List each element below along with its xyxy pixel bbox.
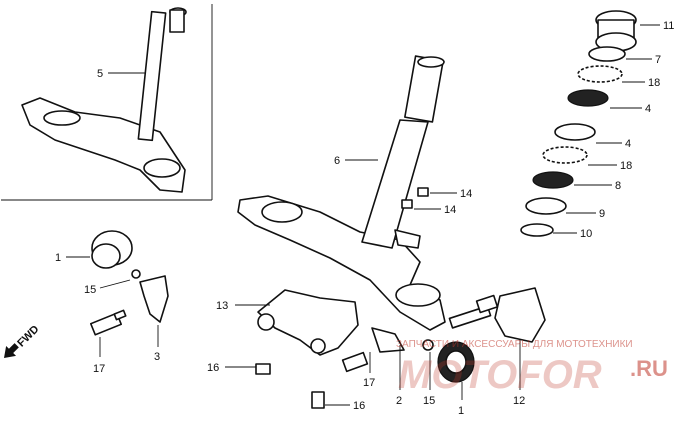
callout-14-lower: 14 — [444, 204, 456, 216]
callout-labels: 5 6 11 7 18 4 4 18 8 9 10 14 14 1 15 3 1… — [55, 20, 674, 417]
callout-2: 2 — [396, 395, 402, 407]
watermark-brand: MOTOFOR — [398, 353, 602, 397]
fwd-arrow-icon — [4, 343, 19, 358]
callout-16-lower: 16 — [353, 400, 365, 412]
callout-12: 12 — [513, 395, 525, 407]
callout-7: 7 — [655, 54, 661, 66]
leader-lines — [66, 24, 660, 406]
ignition-switch-part — [448, 287, 546, 343]
callout-17-lower: 17 — [363, 377, 375, 389]
callout-15-lower: 15 — [423, 395, 435, 407]
fwd-label: FWD — [15, 323, 41, 349]
fwd-direction-marker: FWD — [4, 323, 42, 358]
bracket-13-part — [257, 289, 359, 356]
watermark-domain: .RU — [630, 356, 668, 381]
watermark-subtitle: ЗАПЧАСТИ И АКСЕССУАРЫ ДЛЯ МОТОТЕХНИКИ — [396, 339, 633, 350]
callout-6: 6 — [334, 155, 340, 167]
callout-18-lower: 18 — [620, 160, 632, 172]
callout-5: 5 — [97, 68, 103, 80]
callout-1-lower: 1 — [458, 405, 464, 417]
callout-8: 8 — [615, 180, 621, 192]
bearing-stack-parts — [520, 10, 637, 237]
callout-15-left: 15 — [84, 284, 96, 296]
inset-frame — [1, 4, 213, 201]
callout-17-left: 17 — [93, 363, 105, 375]
watermark: ЗАПЧАСТИ И АКСЕССУАРЫ ДЛЯ МОТОТЕХНИКИ MO… — [396, 339, 668, 397]
callout-18-upper: 18 — [648, 77, 660, 89]
callout-14-upper: 14 — [460, 188, 472, 200]
lower-small-parts — [255, 327, 475, 409]
bolt-14-parts — [394, 187, 429, 249]
callout-3: 3 — [154, 351, 160, 363]
callout-4-upper: 4 — [645, 103, 651, 115]
callout-9: 9 — [599, 208, 605, 220]
callout-4-lower: 4 — [625, 138, 631, 150]
steering-stem-part — [237, 55, 446, 331]
callout-10: 10 — [580, 228, 592, 240]
steering-stem-assembly-part — [21, 7, 187, 193]
callout-16-upper: 16 — [207, 362, 219, 374]
callout-13: 13 — [216, 300, 228, 312]
callout-1-left: 1 — [55, 252, 61, 264]
callout-11: 11 — [663, 20, 674, 32]
left-small-parts — [89, 230, 169, 336]
